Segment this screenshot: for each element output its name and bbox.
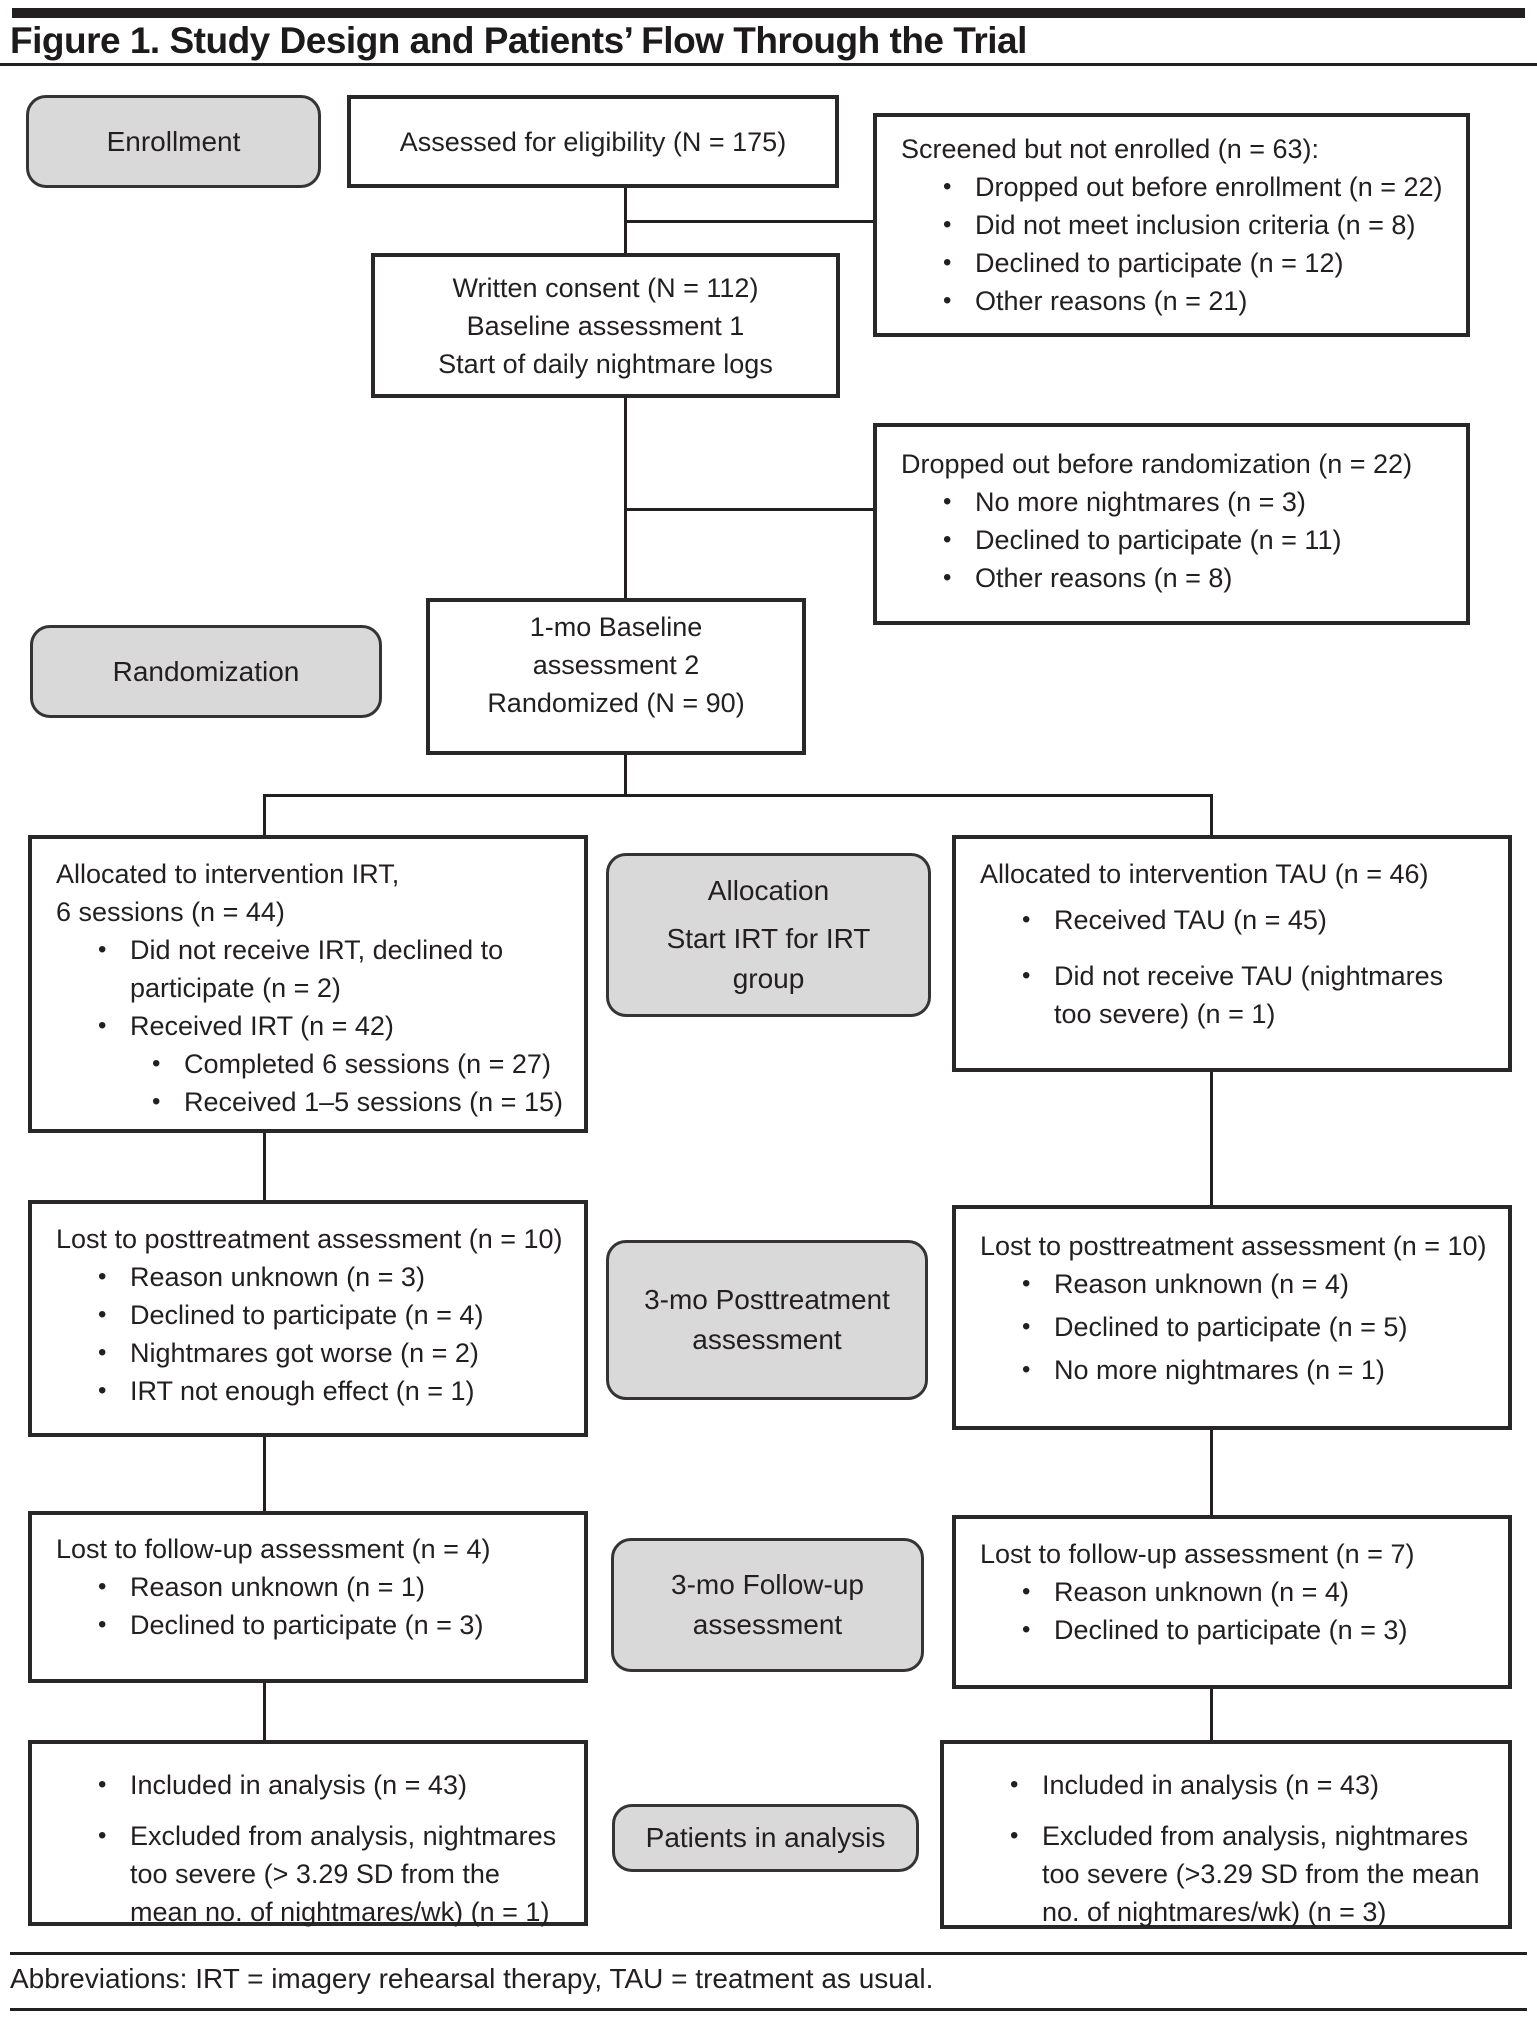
- bullet-sub-item: Received 1–5 sessions (n = 15): [56, 1083, 564, 1121]
- bullet-item: No more nightmares (n = 1): [980, 1351, 1488, 1389]
- connector-branch-dropped: [625, 508, 875, 511]
- bullet-item: Reason unknown (n = 1): [56, 1568, 564, 1606]
- bullet-item: Declined to participate (n = 3): [56, 1606, 564, 1644]
- box-title: Allocated to intervention TAU (n = 46): [980, 859, 1429, 889]
- bullet-item: Received IRT (n = 42): [56, 1007, 564, 1045]
- allocated-tau-box: Allocated to intervention TAU (n = 46) R…: [952, 835, 1512, 1072]
- stage-label-text: Randomization: [112, 655, 300, 687]
- bullet-item: Did not receive IRT, declined to partici…: [56, 931, 564, 1007]
- bullet-item: IRT not enough effect (n = 1): [56, 1372, 564, 1410]
- bullet-item: Declined to participate (n = 5): [980, 1308, 1488, 1346]
- box-title: Allocated to intervention IRT,: [56, 859, 400, 889]
- bullet-item: Received TAU (n = 45): [980, 901, 1488, 939]
- connector-irt-fu-to-analysis: [263, 1681, 266, 1743]
- bullet-list: Reason unknown (n = 4) Declined to parti…: [980, 1265, 1488, 1389]
- stage-label-enrollment: Enrollment: [26, 95, 321, 188]
- box-text-line: Baseline assessment 1: [466, 310, 745, 341]
- connector-baseline2-down: [624, 753, 627, 797]
- bullet-item: Declined to participate (n = 4): [56, 1296, 564, 1334]
- bullet-item: Reason unknown (n = 3): [56, 1258, 564, 1296]
- screened-not-enrolled-box: Screened but not enrolled (n = 63): Drop…: [873, 113, 1470, 337]
- bullet-item: Included in analysis (n = 43): [56, 1766, 564, 1804]
- box-text-line: Randomized (N = 90): [487, 687, 745, 718]
- stage-label-patients-in-analysis: Patients in analysis: [612, 1804, 919, 1872]
- bullet-item: Dropped out before enrollment (n = 22): [901, 168, 1446, 206]
- stage-label-posttreatment: 3-mo Posttreatment assessment: [606, 1240, 928, 1400]
- connector-drop-left: [263, 794, 266, 837]
- box-title: Lost to follow-up assessment (n = 7): [980, 1539, 1415, 1569]
- bullet-item: No more nightmares (n = 3): [901, 483, 1446, 521]
- box-title: Lost to posttreatment assessment (n = 10…: [980, 1231, 1487, 1261]
- stage-label-text: 3-mo Posttreatment assessment: [644, 1284, 890, 1355]
- box-title: Lost to posttreatment assessment (n = 10…: [56, 1224, 563, 1254]
- tau-lost-followup-box: Lost to follow-up assessment (n = 7) Rea…: [952, 1515, 1512, 1689]
- bullet-item: Excluded from analysis, nightmares too s…: [968, 1817, 1488, 1931]
- bullet-item: Did not receive TAU (nightmares too seve…: [980, 957, 1488, 1033]
- box-text-line: 1-mo Baseline: [529, 611, 703, 642]
- stage-label-followup: 3-mo Follow-up assessment: [611, 1538, 924, 1672]
- box-title: Lost to follow-up assessment (n = 4): [56, 1534, 491, 1564]
- box-text-line: Written consent (N = 112): [452, 272, 759, 303]
- connector-tau-post-to-fu: [1210, 1428, 1213, 1518]
- title-rule-top: [12, 8, 1525, 18]
- stage-label-text: Enrollment: [106, 125, 241, 157]
- tau-lost-posttreatment-box: Lost to posttreatment assessment (n = 10…: [952, 1205, 1512, 1430]
- bullet-item: Did not meet inclusion criteria (n = 8): [901, 206, 1446, 244]
- figure-title: Figure 1. Study Design and Patients’ Flo…: [10, 20, 1027, 61]
- box-text: Assessed for eligibility (N = 175): [399, 126, 787, 157]
- bullet-item: Included in analysis (n = 43): [968, 1766, 1488, 1804]
- bullet-list: Included in analysis (n = 43) Excluded f…: [56, 1766, 564, 1931]
- box-title: Dropped out before randomization (n = 22…: [901, 449, 1413, 479]
- bullet-item: Declined to participate (n = 3): [980, 1611, 1488, 1649]
- stage-label-text: 3-mo Follow-up assessment: [671, 1569, 864, 1640]
- bullet-sub-item: Completed 6 sessions (n = 27): [56, 1045, 564, 1083]
- bullet-item: Reason unknown (n = 4): [980, 1265, 1488, 1303]
- bullet-list: Did not receive IRT, declined to partici…: [56, 931, 564, 1121]
- bullet-item: Other reasons (n = 21): [901, 282, 1446, 320]
- bullet-list: Reason unknown (n = 3) Declined to parti…: [56, 1258, 564, 1410]
- box-text-line: assessment 2: [532, 649, 700, 680]
- irt-lost-followup-box: Lost to follow-up assessment (n = 4) Rea…: [28, 1511, 588, 1683]
- stage-label-text: Start IRT for IRT group: [666, 923, 871, 994]
- assessed-eligibility-box: Assessed for eligibility (N = 175): [347, 95, 839, 188]
- abbreviations-note: Abbreviations: IRT = imagery rehearsal t…: [10, 1963, 934, 1994]
- connector-drop-right: [1210, 794, 1213, 837]
- allocated-irt-box: Allocated to intervention IRT, 6 session…: [28, 835, 588, 1133]
- irt-lost-posttreatment-box: Lost to posttreatment assessment (n = 10…: [28, 1200, 588, 1437]
- connector-irt-post-to-fu: [263, 1435, 266, 1514]
- written-consent-box: Written consent (N = 112) Baseline asses…: [371, 253, 840, 398]
- connector-branch-screened: [625, 220, 875, 223]
- stage-label-randomization: Randomization: [30, 625, 382, 718]
- stage-label-allocation: Allocation Start IRT for IRT group: [606, 853, 931, 1017]
- bullet-item: Declined to participate (n = 12): [901, 244, 1446, 282]
- connector-tau-alloc-to-post: [1210, 1070, 1213, 1208]
- baseline2-randomized-box: 1-mo Baseline assessment 2 Randomized (N…: [426, 598, 806, 755]
- bullet-item: Other reasons (n = 8): [901, 559, 1446, 597]
- tau-analysis-box: Included in analysis (n = 43) Excluded f…: [940, 1740, 1512, 1929]
- dropped-before-randomization-box: Dropped out before randomization (n = 22…: [873, 423, 1470, 625]
- footer-rule-bottom: [10, 2008, 1527, 2011]
- bullet-item: Nightmares got worse (n = 2): [56, 1334, 564, 1372]
- box-title: Screened but not enrolled (n = 63):: [901, 134, 1320, 164]
- connector-irt-alloc-to-post: [263, 1131, 266, 1203]
- connector-tau-fu-to-analysis: [1210, 1687, 1213, 1743]
- bullet-item: Excluded from analysis, nightmares too s…: [56, 1817, 564, 1931]
- box-title: 6 sessions (n = 44): [56, 897, 285, 927]
- bullet-list: Reason unknown (n = 4) Declined to parti…: [980, 1573, 1488, 1649]
- bullet-list: Received TAU (n = 45) Did not receive TA…: [980, 901, 1488, 1033]
- title-rule-bottom: [0, 63, 1537, 66]
- connector-split-horizontal: [263, 794, 1213, 797]
- stage-label-text: Allocation: [707, 875, 830, 906]
- connector-consent-to-baseline2: [624, 396, 627, 600]
- irt-analysis-box: Included in analysis (n = 43) Excluded f…: [28, 1740, 588, 1927]
- bullet-list: Dropped out before enrollment (n = 22) D…: [901, 168, 1446, 320]
- footer-rule-top: [10, 1952, 1527, 1955]
- bullet-item: Reason unknown (n = 4): [980, 1573, 1488, 1611]
- stage-label-text: Patients in analysis: [645, 1822, 886, 1853]
- bullet-item: Declined to participate (n = 11): [901, 521, 1446, 559]
- bullet-list: Reason unknown (n = 1) Declined to parti…: [56, 1568, 564, 1644]
- bullet-list: No more nightmares (n = 3) Declined to p…: [901, 483, 1446, 597]
- box-text-line: Start of daily nightmare logs: [438, 348, 773, 379]
- bullet-list: Included in analysis (n = 43) Excluded f…: [968, 1766, 1488, 1931]
